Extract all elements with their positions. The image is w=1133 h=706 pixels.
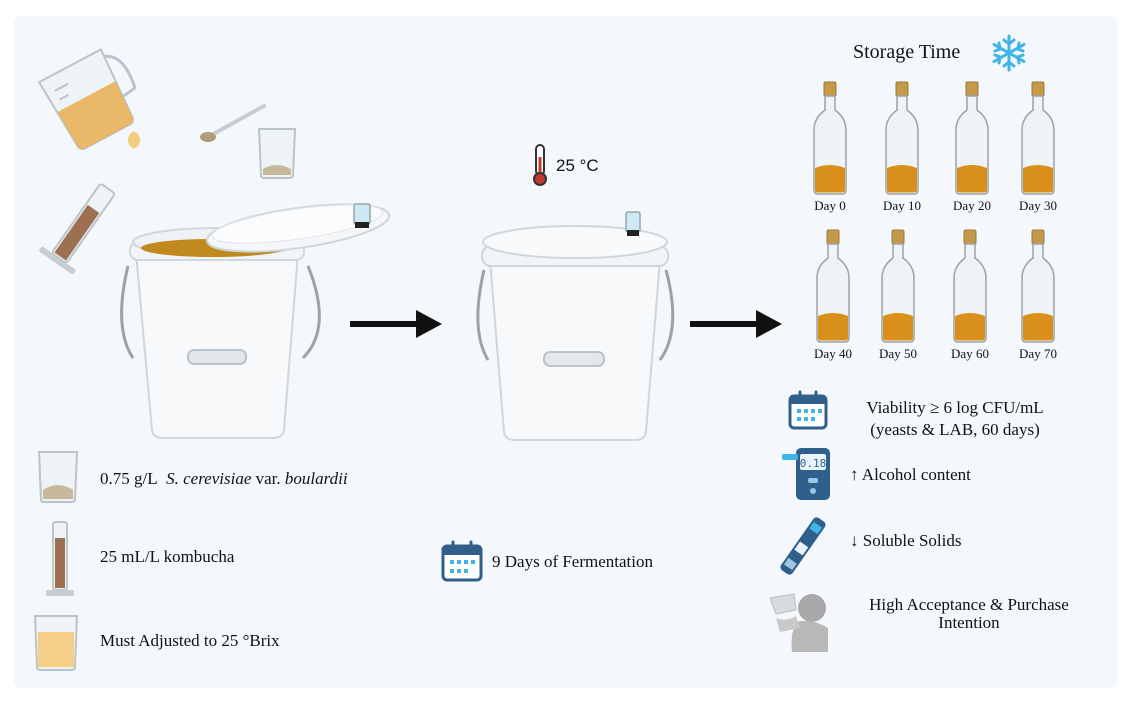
day-label-40: Day 40 (814, 346, 852, 361)
open-bucket-icon (120, 203, 391, 439)
day-label-30: Day 30 (1019, 198, 1057, 213)
day-label-70: Day 70 (1019, 346, 1057, 361)
kombucha-dose-label: 25 mL/L kombucha (100, 547, 235, 566)
yeast-species: S. cerevisiae (166, 469, 252, 488)
process-arrow-1 (350, 310, 442, 338)
snowflake-icon (992, 34, 1026, 72)
pouring-jug-icon (37, 47, 140, 150)
day-label-60: Day 60 (951, 346, 989, 361)
storage-time-title: Storage Time (853, 41, 961, 63)
kombucha-cylinder-icon (46, 521, 74, 596)
fermentation-calendar-icon (441, 540, 483, 582)
graduated-cylinder-icon (39, 183, 116, 275)
acceptance-line-1: High Acceptance & Purchase (869, 595, 1069, 614)
process-arrow-2 (690, 310, 782, 338)
calendar-icon (788, 390, 828, 430)
day-label-20: Day 20 (953, 198, 991, 213)
viability-line-2: (yeasts & LAB, 60 days) (870, 420, 1040, 439)
thermometer-icon (533, 144, 547, 186)
day-label-10: Day 10 (883, 198, 921, 213)
fermentation-duration-label: 9 Days of Fermentation (492, 552, 653, 571)
viability-line-1: Viability ≥ 6 log CFU/mL (866, 398, 1044, 417)
must-beaker-icon (33, 615, 79, 671)
acceptance-line-2: Intention (938, 613, 1000, 632)
closed-bucket-icon (476, 211, 675, 441)
yeast-amount: 0.75 g/L (100, 469, 158, 488)
bottle-day-30 (1021, 81, 1055, 195)
temperature-label: 25 °C (556, 156, 599, 175)
must-brix-label: Must Adjusted to 25 °Brix (100, 631, 280, 650)
yeast-strain: boulardii (284, 469, 348, 488)
bottle-day-70 (1021, 229, 1055, 343)
bottle-day-10 (885, 81, 919, 195)
alcohol-meter-icon: 0.18 (782, 448, 830, 500)
day-label-50: Day 50 (879, 346, 917, 361)
refractometer-icon (780, 517, 826, 575)
yeast-var: var. (255, 469, 281, 488)
soluble-solids-label: ↓ Soluble Solids (850, 531, 962, 550)
yeast-dose-label: 0.75 g/L S. cerevisiae var. boulardii (100, 469, 348, 489)
spatula-icon (200, 104, 266, 142)
bottle-day-60 (953, 229, 987, 343)
bottle-day-0 (813, 81, 847, 195)
yeast-beaker-icon (257, 128, 297, 179)
meter-reading: 0.18 (800, 457, 827, 470)
bottle-day-40 (816, 229, 850, 343)
alcohol-content-label: ↑ Alcohol content (850, 465, 971, 484)
yeast-legend-beaker-icon (37, 451, 79, 503)
bottle-day-50 (881, 229, 915, 343)
person-drinking-icon (769, 593, 828, 652)
bottle-day-20 (955, 81, 989, 195)
day-label-0: Day 0 (814, 198, 846, 213)
